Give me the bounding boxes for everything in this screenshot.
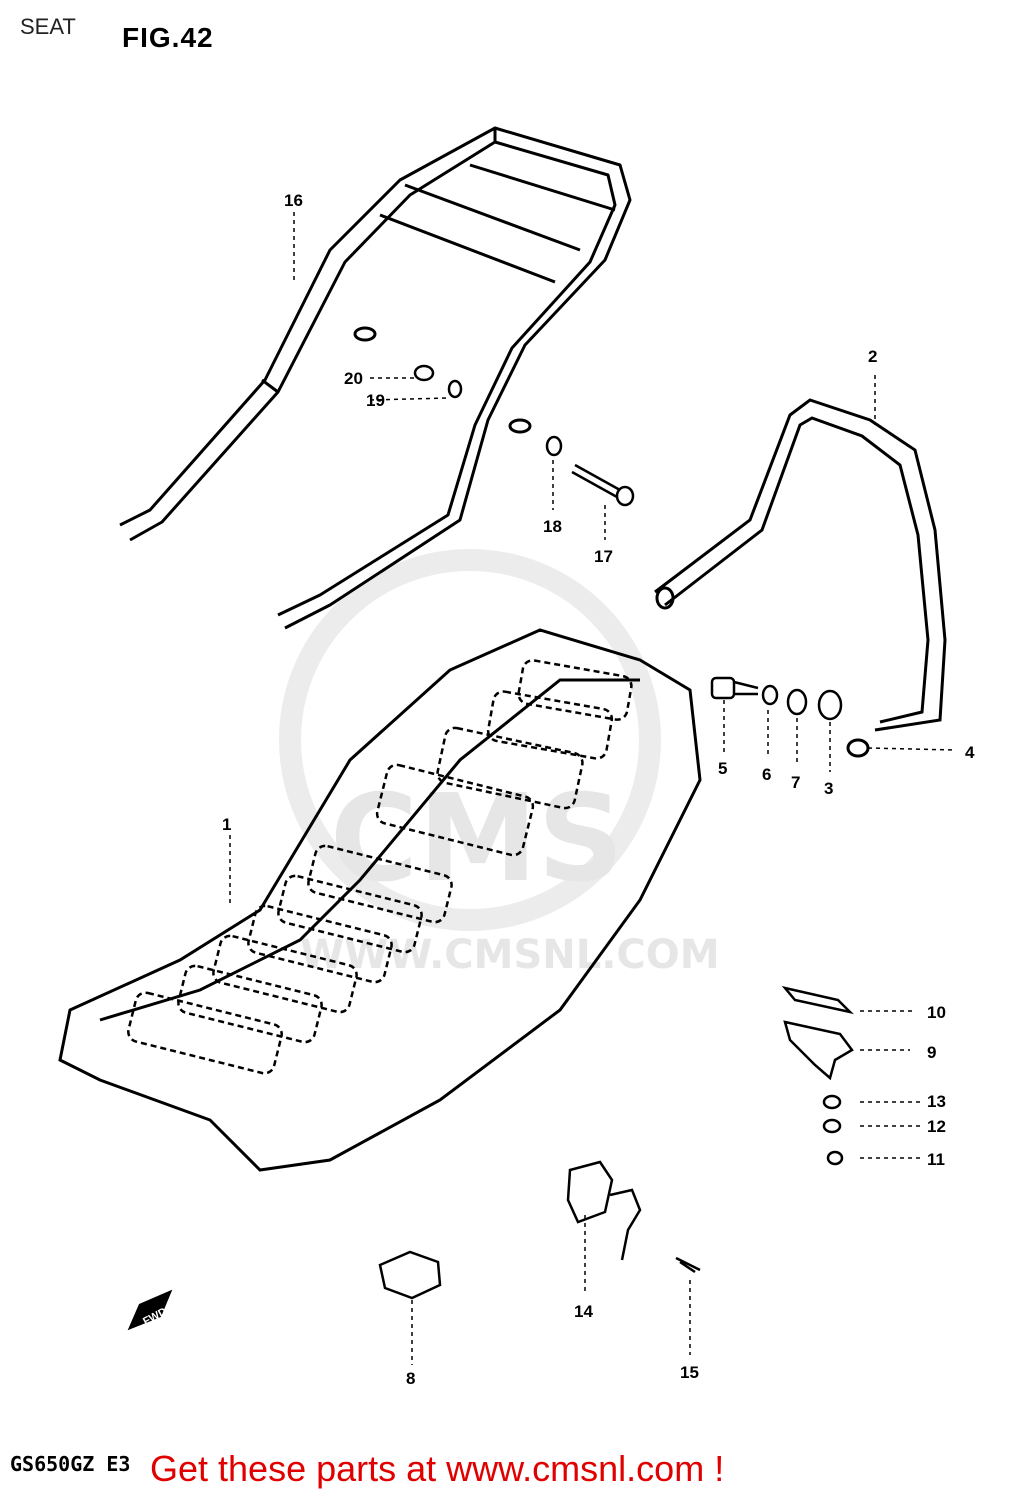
screw-15 xyxy=(675,1256,701,1274)
section-title: SEAT xyxy=(20,14,76,39)
callout-12: 12 xyxy=(927,1117,946,1136)
callout-10: 10 xyxy=(927,1003,946,1022)
rear-carrier-frame xyxy=(119,126,632,630)
callout-1: 1 xyxy=(222,815,231,834)
washer-13 xyxy=(822,1094,842,1110)
washer-6 xyxy=(761,684,779,706)
watermark-url: WWW.CMSNL.COM xyxy=(300,932,720,978)
seat-lock-14 xyxy=(566,1160,614,1224)
fwd-arrow xyxy=(127,1289,173,1331)
callout-18: 18 xyxy=(543,517,562,536)
watermark: CMS WWW.CMSNL.COM xyxy=(279,549,720,978)
callout-4: 4 xyxy=(965,743,975,762)
callout-9: 9 xyxy=(927,1043,936,1062)
figure-number: FIG.42 xyxy=(122,22,214,53)
callout-2: 2 xyxy=(868,347,877,366)
callout-3: 3 xyxy=(824,779,833,798)
callout-7: 7 xyxy=(791,773,800,792)
callout-16: 16 xyxy=(284,191,303,210)
hardware xyxy=(127,364,854,1331)
callout-19: 19 xyxy=(366,391,385,410)
bolt-5 xyxy=(710,676,736,700)
cushion-8 xyxy=(378,1250,442,1300)
seat xyxy=(58,628,702,1172)
callout-15: 15 xyxy=(680,1363,699,1382)
callout-8: 8 xyxy=(406,1369,415,1388)
callout-13: 13 xyxy=(927,1092,946,1111)
callout-17: 17 xyxy=(594,547,613,566)
cta-link[interactable]: Get these parts at www.cmsnl.com ! xyxy=(150,1448,725,1489)
watermark-brand: CMS xyxy=(330,770,624,909)
washer-18 xyxy=(545,435,563,457)
nut-11 xyxy=(826,1150,844,1166)
callout-14: 14 xyxy=(574,1302,593,1321)
bolt-17 xyxy=(571,463,621,499)
bracket-10 xyxy=(781,985,854,1015)
bracket-9 xyxy=(783,1020,854,1081)
callout-6: 6 xyxy=(762,765,771,784)
washer-12 xyxy=(822,1118,842,1134)
washer-7 xyxy=(786,688,808,716)
grab-handle xyxy=(654,398,947,758)
callout-20: 20 xyxy=(344,369,363,388)
leader-lines xyxy=(229,212,956,1365)
model-code: GS650GZ E3 xyxy=(10,1452,131,1476)
callout-5: 5 xyxy=(718,759,727,778)
spacer-3 xyxy=(817,689,843,721)
callout-11: 11 xyxy=(927,1150,945,1169)
washer-19 xyxy=(447,379,463,399)
nut-20 xyxy=(413,364,435,382)
